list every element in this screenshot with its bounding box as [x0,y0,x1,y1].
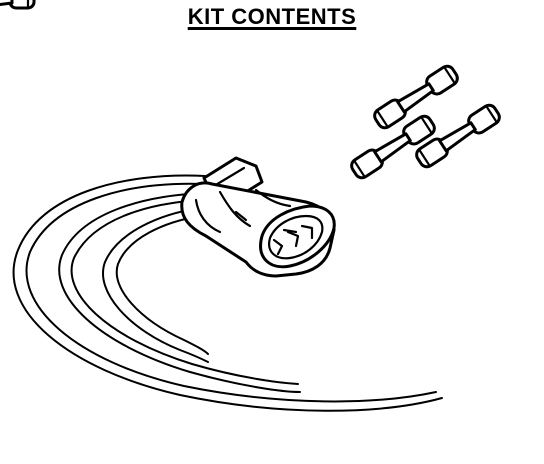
connector-rib [194,198,222,234]
butt-connector-right [415,103,501,169]
wire-lead-outer-inner-edge [25,182,437,403]
wire-lead-inner-inner-edge [115,215,209,355]
wire-lead-inner [102,207,209,363]
wire-lead-outer [12,174,443,412]
wire-leads [12,174,443,412]
three-way-connector [180,156,336,278]
wire-lead-middle-inner-edge [70,199,299,385]
wire-lead-middle [58,192,301,393]
butt-connector [0,0,36,10]
connector-terminal-slot [286,230,300,248]
page-title: KIT CONTENTS [187,4,357,29]
butt-connector-middle [350,114,436,180]
butt-connector-top [373,64,459,130]
connector-terminal-slot [300,224,314,240]
connector-terminal-slot [272,238,284,256]
